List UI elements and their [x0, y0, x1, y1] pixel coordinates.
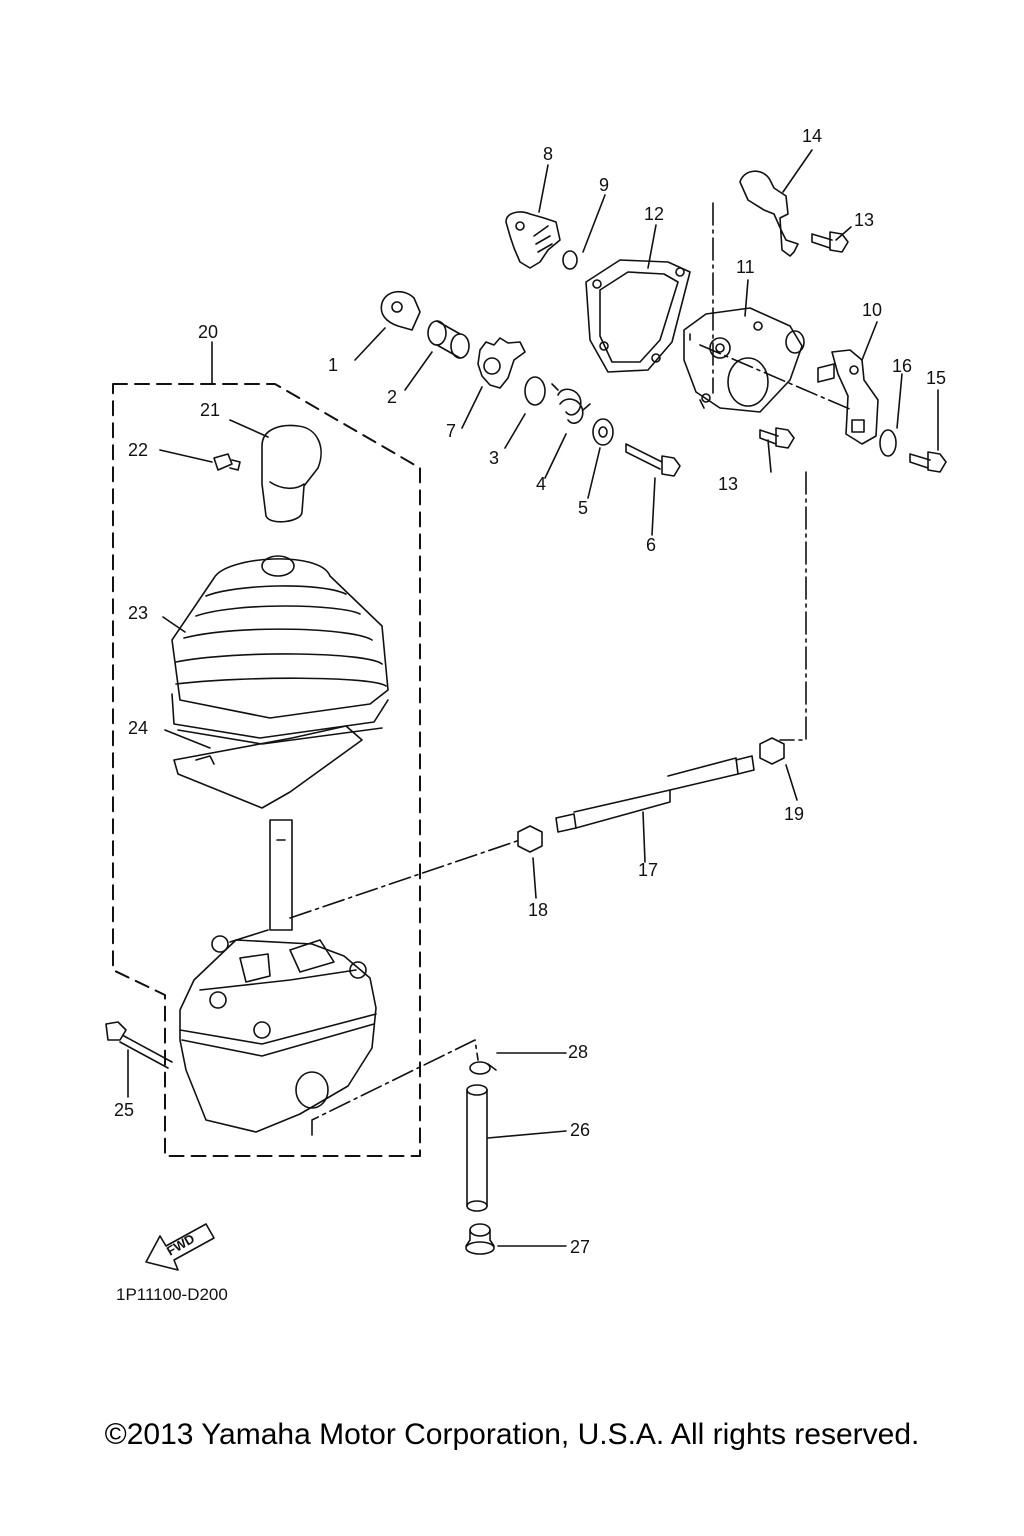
part-2-collar — [427, 320, 470, 359]
label-22: 22 — [128, 440, 148, 460]
label-24: 24 — [128, 718, 148, 738]
label-25: 25 — [114, 1100, 134, 1120]
part-19-nut — [759, 737, 785, 765]
fwd-label: FWD — [164, 1231, 197, 1259]
part-7-gear — [477, 337, 526, 389]
part-22-screw — [213, 453, 241, 471]
part-4-spring — [551, 383, 591, 424]
label-26: 26 — [570, 1120, 590, 1140]
label-27: 27 — [570, 1237, 590, 1257]
part-13-bolt-lower — [759, 427, 795, 449]
part-23-boot — [171, 555, 389, 745]
shift-lever-shaft — [269, 819, 293, 931]
label-6: 6 — [646, 535, 656, 555]
label-23: 23 — [128, 603, 148, 623]
label-15: 15 — [926, 368, 946, 388]
part-labels: 1 2 3 4 5 6 7 8 9 10 11 12 13 13 14 15 1… — [114, 126, 946, 1257]
part-3-washer — [524, 376, 546, 406]
label-10: 10 — [862, 300, 882, 320]
part-9-o-ring — [562, 250, 578, 270]
part-11-housing — [683, 307, 805, 413]
label-18: 18 — [528, 900, 548, 920]
label-28: 28 — [568, 1042, 588, 1062]
label-17: 17 — [638, 860, 658, 880]
label-13-lower: 13 — [718, 474, 738, 494]
leader-lines — [127, 149, 939, 1247]
part-6-bolt — [625, 443, 681, 477]
label-1: 1 — [328, 355, 338, 375]
copyright-notice: ©2013 Yamaha Motor Corporation, U.S.A. A… — [104, 1418, 920, 1451]
diagram-code: 1P11100-D200 — [116, 1285, 228, 1304]
part-26-pin — [466, 1084, 488, 1212]
label-7: 7 — [446, 421, 456, 441]
part-24-seal — [173, 725, 363, 809]
part-8-gear-shaft — [505, 211, 561, 269]
label-19: 19 — [784, 804, 804, 824]
shift-housing — [179, 929, 377, 1133]
label-11: 11 — [736, 257, 755, 277]
reference-line — [311, 1039, 479, 1136]
label-14: 14 — [802, 126, 822, 146]
label-9: 9 — [599, 175, 609, 195]
label-21: 21 — [200, 400, 220, 420]
label-4: 4 — [536, 474, 546, 494]
part-17-rod — [555, 755, 755, 833]
label-20: 20 — [198, 322, 218, 342]
reference-line — [289, 839, 521, 919]
part-21-knob — [261, 424, 322, 523]
part-28-clip — [469, 1061, 497, 1075]
part-5-washer — [592, 418, 614, 446]
part-18-nut — [517, 825, 543, 853]
label-12: 12 — [644, 204, 664, 224]
part-27-grommet — [465, 1223, 495, 1255]
part-1-cam — [380, 290, 421, 331]
part-25-bolt — [105, 1021, 173, 1069]
label-16: 16 — [892, 356, 912, 376]
label-8: 8 — [543, 144, 553, 164]
label-3: 3 — [489, 448, 499, 468]
label-5: 5 — [578, 498, 588, 518]
reference-line — [779, 471, 807, 741]
label-13-upper: 13 — [854, 210, 874, 230]
part-12-gasket — [585, 259, 691, 373]
part-14-bracket — [739, 170, 799, 257]
label-2: 2 — [387, 387, 397, 407]
assembly-20-boundary — [112, 383, 421, 1157]
part-13-bolt-upper — [811, 231, 849, 253]
fwd-arrow-icon — [145, 1223, 215, 1271]
part-15-bolt — [909, 451, 947, 473]
part-16-washer — [879, 429, 897, 457]
part-10-lever — [817, 349, 879, 445]
